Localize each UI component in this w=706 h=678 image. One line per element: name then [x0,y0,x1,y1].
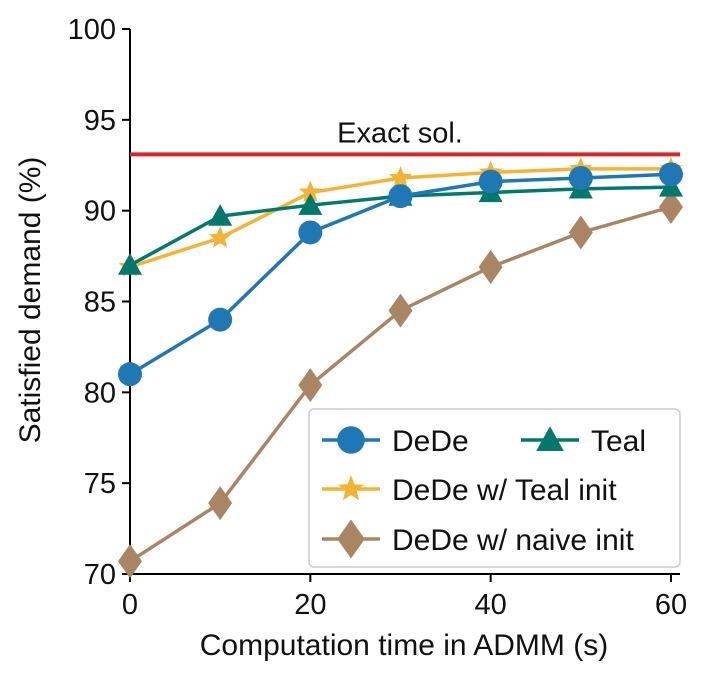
legend-marker [337,426,365,454]
legend-label: DeDe w/ naive init [392,524,634,557]
legend-item-dede: DeDe [322,425,469,458]
y-tick-label: 75 [84,468,116,500]
legend-label: Teal [591,425,646,458]
data-point-dede-w-teal-init [389,166,412,188]
legend-label: DeDe [392,425,469,458]
data-point-dede [118,362,142,387]
data-point-dede-w-teal-init [208,225,232,248]
plot-area: Exact sol. [118,117,683,579]
legend-marker [337,475,365,501]
x-tick-label: 60 [655,589,687,621]
legend-label: DeDe w/ Teal init [392,474,617,507]
data-point-teal [298,193,323,215]
y-axis-label: Satisfied demand (%) [14,157,47,444]
data-point-dede-w-naive-init [298,368,323,403]
series-dede [118,162,683,387]
legend-marker [337,519,365,559]
y-tick-label: 80 [84,377,116,409]
axes: 70 75 80 85 90 95 100 0 20 40 60 [68,14,688,621]
data-point-teal [208,204,233,226]
data-point-dede [478,169,503,194]
x-axis-label: Computation time in ADMM (s) [200,629,608,662]
legend-item-dede-w-naive-init: DeDe w/ naive init [322,519,634,559]
legend-item-dede-w-teal-init: DeDe w/ Teal init [322,474,617,507]
data-point-dede-w-teal-init [298,180,322,203]
data-point-dede-w-naive-init [568,215,593,250]
legend-marker [536,426,564,452]
data-point-dede [568,165,593,190]
data-point-dede-w-naive-init [208,486,233,521]
x-tick-label: 20 [294,589,326,621]
series-dede-w-naive-init [118,190,683,579]
data-point-dede-w-naive-init [658,190,683,225]
exact-solution-label: Exact sol. [337,117,463,149]
data-point-dede [388,184,413,209]
data-point-dede [208,307,233,332]
series-dede-w-teal-init [118,156,683,277]
data-point-dede-w-naive-init [388,293,413,328]
y-tick-label: 95 [84,105,116,137]
data-point-dede [298,220,323,245]
data-point-dede-w-naive-init [478,249,503,284]
x-tick-label: 40 [475,589,507,621]
y-tick-label: 90 [84,196,116,228]
data-point-dede [658,162,683,187]
data-point-dede-w-naive-init [118,544,142,579]
legend-item-teal: Teal [521,425,646,458]
data-point-teal [118,253,142,275]
x-tick-label: 0 [122,589,138,621]
y-tick-label: 70 [84,559,116,591]
legend-box [308,408,681,568]
y-tick-label: 85 [84,287,116,319]
y-tick-label: 100 [68,14,116,46]
